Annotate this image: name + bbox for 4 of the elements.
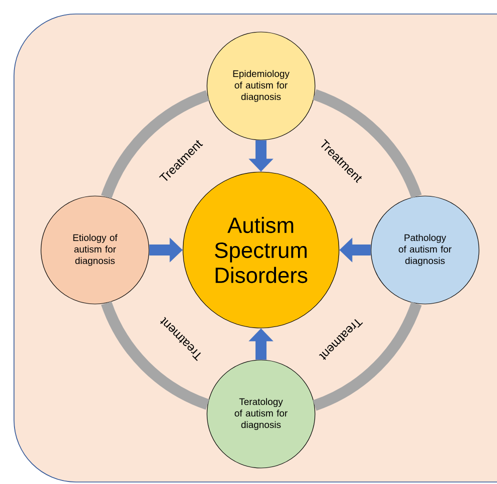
ring-arc: [312, 89, 422, 198]
ring-arc: [101, 301, 210, 410]
ring-arc: [312, 302, 422, 411]
ring-arc: [101, 90, 210, 199]
